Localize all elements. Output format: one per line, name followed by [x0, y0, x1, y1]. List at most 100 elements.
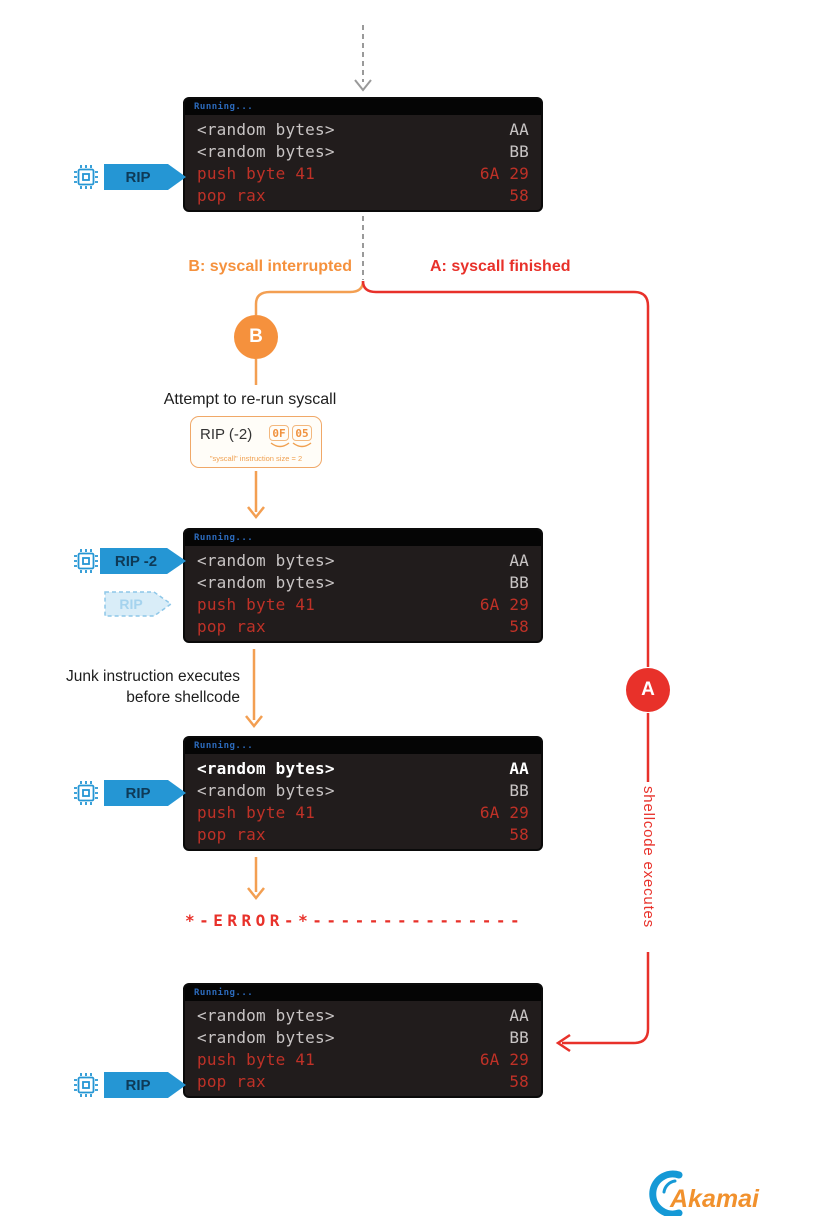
code-text: pop rax	[197, 825, 266, 844]
terminal-title: Running...	[194, 102, 254, 112]
cpu-icon	[74, 165, 98, 189]
cpu-icon	[74, 549, 98, 573]
branch-b-curve	[254, 280, 365, 315]
attempt-label: Attempt to re-run syscall	[163, 391, 337, 408]
byte-text: BB	[509, 573, 529, 592]
terminal-titlebar: Running...	[185, 985, 541, 1001]
rip-pointer-label: RIP	[125, 168, 151, 186]
terminal-window-1: Running... <random bytes> AA <random byte…	[183, 97, 543, 212]
arrowhead-terminal2-icon	[247, 506, 265, 520]
syscall-bytes: 0F 05	[269, 425, 312, 441]
code-row: <random bytes> AA	[197, 1005, 529, 1027]
branch-a-stem-lower	[562, 952, 650, 1045]
rip-minus2-pointer: RIP -2	[100, 548, 186, 574]
byte-text: 6A 29	[479, 803, 529, 822]
code-row: pop rax 58	[197, 1071, 529, 1093]
terminal-titlebar: Running...	[185, 738, 541, 754]
junk-line-1: Junk instruction executes	[65, 668, 240, 685]
rip-offset-box: RIP (-2) 0F 05 "syscall" instruction siz…	[190, 416, 322, 468]
code-text: <random bytes>	[197, 759, 335, 778]
byte-text: 6A 29	[479, 164, 529, 183]
terminal-title: Running...	[194, 533, 254, 543]
code-row: push byte 41 6A 29	[197, 163, 529, 185]
code-text: <random bytes>	[197, 551, 335, 570]
junk-line-2: before shellcode	[126, 689, 240, 706]
byte-text: 58	[509, 1072, 529, 1091]
akamai-logo-icon: Akamai	[649, 1170, 760, 1218]
junk-instruction-label: Junk instruction executes before shellco…	[25, 666, 240, 708]
arrowhead-error-icon	[247, 887, 265, 901]
code-text: pop rax	[197, 1072, 266, 1091]
terminal-window-3: Running... <random bytes> AA <random byte…	[183, 736, 543, 851]
code-text: push byte 41	[197, 1050, 315, 1069]
byte-cell-0f: 0F	[269, 425, 289, 441]
code-text: push byte 41	[197, 803, 315, 822]
terminal-body: <random bytes> AA <random bytes> BB push b…	[185, 115, 541, 207]
code-row: <random bytes> BB	[197, 780, 529, 802]
byte-text: 58	[509, 825, 529, 844]
rip-offset-label: RIP (-2)	[200, 426, 253, 443]
rip-pointer-label: RIP	[119, 596, 142, 612]
red-branch-path	[361, 280, 650, 1053]
code-text: push byte 41	[197, 595, 315, 614]
byte-text: AA	[509, 1006, 529, 1025]
terminal-title: Running...	[194, 741, 254, 751]
code-row: <random bytes> AA	[197, 550, 529, 572]
byte-text: BB	[509, 1028, 529, 1047]
code-row: pop rax 58	[197, 616, 529, 638]
rip-pointer-4: RIP	[104, 1072, 186, 1098]
code-row: pop rax 58	[197, 824, 529, 846]
byte-text: BB	[509, 142, 529, 161]
code-text: <random bytes>	[197, 1006, 335, 1025]
code-text: push byte 41	[197, 164, 315, 183]
terminal-titlebar: Running...	[185, 530, 541, 546]
branch-label-a: A: syscall finished	[430, 258, 571, 275]
cpu-icon	[74, 781, 98, 805]
terminal-window-4: Running... <random bytes> AA <random byte…	[183, 983, 543, 1098]
arrowhead-terminal3-icon	[245, 715, 263, 729]
code-row: <random bytes> BB	[197, 141, 529, 163]
code-text: pop rax	[197, 617, 266, 636]
code-text: <random bytes>	[197, 120, 335, 139]
rip-pointer-label: RIP	[125, 784, 151, 802]
error-text: *-ERROR-*---------------	[185, 911, 525, 930]
terminal-title: Running...	[194, 988, 254, 998]
byte-text: 6A 29	[479, 595, 529, 614]
terminal-body: <random bytes> AA <random bytes> BB push b…	[185, 1001, 541, 1093]
code-text: <random bytes>	[197, 573, 335, 592]
code-row-highlighted: <random bytes> AA	[197, 758, 529, 780]
code-row: push byte 41 6A 29	[197, 594, 529, 616]
faded-arrow-shape	[104, 591, 173, 617]
rip-pointer-3: RIP	[104, 780, 186, 806]
byte-text: AA	[509, 120, 529, 139]
branch-label-b: B: syscall interrupted	[188, 258, 352, 275]
shellcode-executes-label: shellcode executes	[640, 786, 657, 928]
code-text: <random bytes>	[197, 781, 335, 800]
byte-text: AA	[509, 551, 529, 570]
arrowhead-terminal4-icon	[555, 1033, 571, 1053]
underbrace-icon	[270, 442, 312, 448]
terminal-body: <random bytes> AA <random bytes> BB push b…	[185, 754, 541, 846]
code-row: <random bytes> AA	[197, 119, 529, 141]
code-row: <random bytes> BB	[197, 572, 529, 594]
code-text: <random bytes>	[197, 142, 335, 161]
step-badge-b: B	[234, 315, 278, 359]
byte-text: 58	[509, 617, 529, 636]
code-text: pop rax	[197, 186, 266, 205]
byte-cell-05: 05	[292, 425, 312, 441]
rip-pointer-1: RIP	[104, 164, 186, 190]
rip-pointer-label: RIP	[125, 1076, 151, 1094]
code-row: push byte 41 6A 29	[197, 802, 529, 824]
step-badge-a: A	[626, 668, 670, 712]
byte-text: BB	[509, 781, 529, 800]
terminal-titlebar: Running...	[185, 99, 541, 115]
top-arrowhead-icon	[354, 79, 372, 92]
terminal-body: <random bytes> AA <random bytes> BB push b…	[185, 546, 541, 638]
cpu-icon	[74, 1073, 98, 1097]
byte-text: AA	[509, 759, 529, 778]
terminal-window-2: Running... <random bytes> AA <random byte…	[183, 528, 543, 643]
rip-pointer-label: RIP -2	[114, 552, 158, 570]
